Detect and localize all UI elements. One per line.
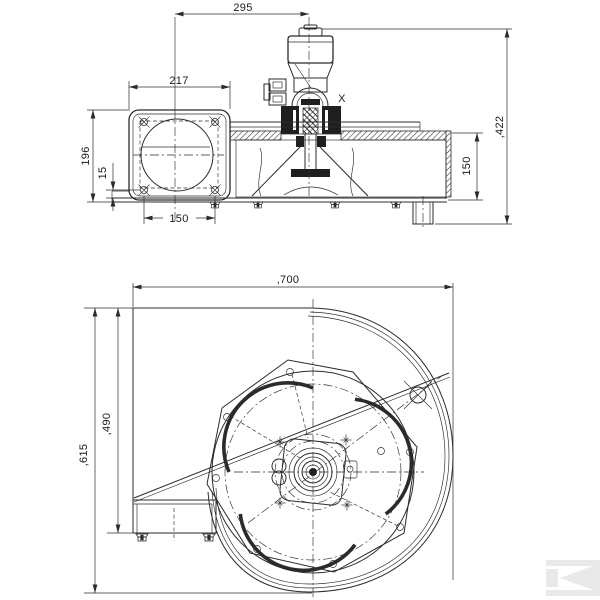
scroll-housing xyxy=(132,307,454,593)
outlet-bolt xyxy=(135,533,149,542)
dim-label: ,490 xyxy=(101,413,113,436)
impeller-blade xyxy=(311,392,437,519)
dim-label: ,422 xyxy=(494,116,506,139)
housing-section xyxy=(229,121,452,198)
diagonal-centerline xyxy=(247,374,444,524)
panel-edge xyxy=(133,372,450,499)
dim-label: 150 xyxy=(169,213,188,225)
dimension-490: ,490 xyxy=(101,308,218,534)
hub-hole-mark xyxy=(341,499,353,511)
plate-hole xyxy=(377,447,385,455)
flange-hole xyxy=(138,184,150,196)
plate-hole xyxy=(223,413,231,421)
foot-bolt xyxy=(390,201,402,209)
plate-hole xyxy=(329,560,337,568)
dimension-150-holes: 150 xyxy=(143,196,216,225)
dim-label: ,700 xyxy=(277,274,300,286)
impeller-blade xyxy=(233,470,360,596)
motor-terminal-box xyxy=(263,78,287,106)
dim-label: 217 xyxy=(169,75,188,87)
inlet-flange xyxy=(128,109,231,201)
side-section-view: 295 217 196 15 xyxy=(80,2,512,229)
dimension-700: ,700 xyxy=(132,274,454,580)
dimension-295: 295 xyxy=(175,2,309,17)
dimension-150-housing: 150 xyxy=(448,132,483,201)
outlet-duct xyxy=(133,499,217,542)
outlet-bolt xyxy=(202,533,216,542)
flange-hole xyxy=(138,116,150,128)
dimension-422: ,422 xyxy=(322,28,512,225)
motor-bell-dome xyxy=(291,87,329,107)
dim-label: 295 xyxy=(233,2,252,14)
hub-ear-bolt xyxy=(271,458,287,474)
dimension-217: 217 xyxy=(128,75,231,109)
housing-hole-target xyxy=(409,386,427,404)
base-and-feet xyxy=(111,190,447,229)
dim-label: 150 xyxy=(461,156,473,175)
hub-hole-mark xyxy=(340,434,352,446)
flange-hole xyxy=(209,116,221,128)
detail-marker-x: X xyxy=(338,93,346,105)
dimension-15: 15 xyxy=(97,163,140,211)
hub-ear-bolt xyxy=(271,470,287,486)
motor xyxy=(263,24,334,107)
plate-hole xyxy=(212,474,220,482)
foot-bolt xyxy=(329,201,341,209)
dimension-615: ,615 xyxy=(78,307,312,594)
foot-bolt xyxy=(252,201,264,209)
dim-label: 15 xyxy=(97,167,109,180)
hub-tab xyxy=(343,460,358,479)
bearing-mount-section xyxy=(281,106,341,177)
dimension-196: 196 xyxy=(80,109,130,203)
dim-label: ,615 xyxy=(78,444,90,467)
plate-hole xyxy=(396,523,404,531)
flange-hole xyxy=(209,184,221,196)
plate-hole xyxy=(406,448,414,456)
dim-label: 196 xyxy=(80,146,92,165)
kramp-k-watermark-icon xyxy=(546,560,600,596)
plate-hole xyxy=(253,545,261,553)
plate-hole xyxy=(286,368,294,376)
front-view: ,700 ,615 ,490 xyxy=(78,274,454,598)
motor-mounting-plate xyxy=(206,359,418,573)
